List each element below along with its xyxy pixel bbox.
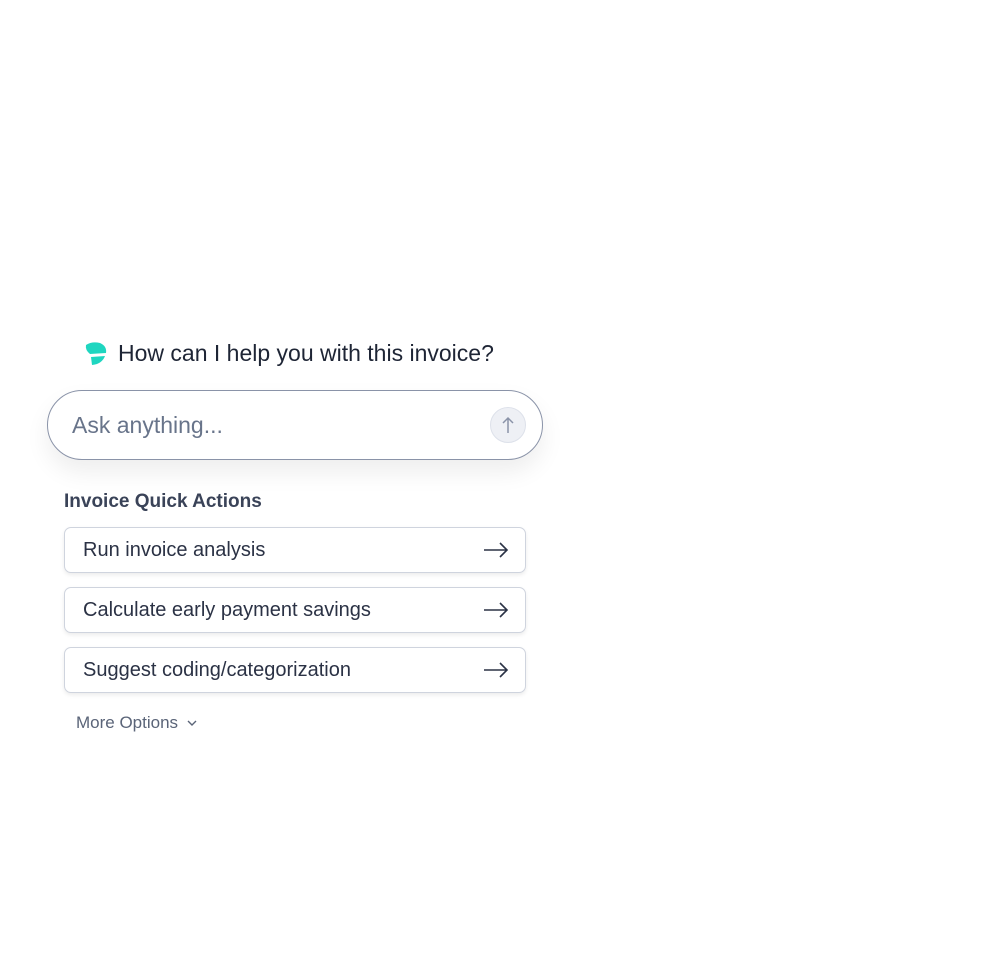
greeting-text: How can I help you with this invoice? (118, 340, 494, 366)
arrow-right-icon (484, 602, 509, 618)
send-button[interactable] (490, 407, 526, 443)
more-options-label: More Options (76, 713, 179, 732)
chevron-down-icon (187, 720, 197, 726)
assistant-logo-icon (85, 341, 107, 365)
ask-input[interactable] (70, 410, 490, 440)
quick-action-suggest-coding[interactable]: Suggest coding/categorization (64, 647, 526, 693)
ask-bar (47, 390, 543, 460)
quick-action-label: Run invoice analysis (83, 538, 266, 561)
arrow-right-icon (484, 662, 509, 678)
quick-action-label: Suggest coding/categorization (83, 658, 351, 681)
arrow-up-icon (502, 416, 514, 433)
quick-actions-title: Invoice Quick Actions (64, 491, 262, 512)
arrow-right-icon (484, 542, 509, 558)
quick-action-run-invoice-analysis[interactable]: Run invoice analysis (64, 527, 526, 573)
quick-action-label: Calculate early payment savings (83, 598, 371, 621)
quick-action-early-payment-savings[interactable]: Calculate early payment savings (64, 587, 526, 633)
assistant-greeting: How can I help you with this invoice? (84, 340, 494, 367)
more-options-button[interactable]: More Options (76, 713, 198, 733)
quick-actions-list: Run invoice analysis Calculate early pay… (64, 527, 526, 707)
